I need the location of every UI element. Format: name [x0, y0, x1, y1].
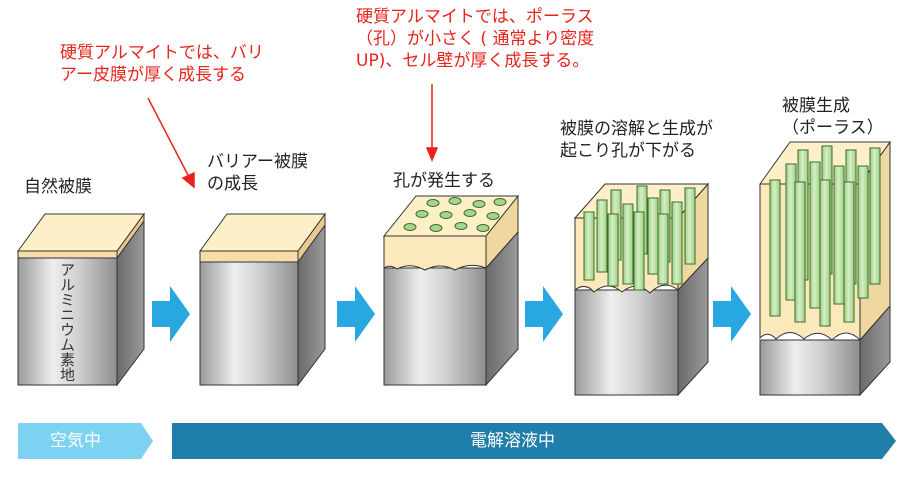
aluminum-front	[759, 339, 861, 396]
film-front	[17, 250, 118, 259]
stage-label-porous-film: 被膜生成 （ポーラス）	[782, 96, 884, 138]
film-front	[383, 235, 487, 271]
aluminum-substrate-label: アルミニウム素地	[58, 262, 76, 382]
process-arrows	[152, 286, 751, 342]
block-natural-film	[17, 212, 145, 387]
annotation-hard-anodize-barrier: 硬質アルマイトでは、バリ アー皮膜が厚く成長する	[60, 43, 264, 85]
process-arrow-3	[525, 286, 563, 342]
stage-label-pore-generation: 孔が発生する	[393, 171, 495, 191]
stage-label-barrier-growth: バリアー被膜 の成長	[207, 152, 308, 194]
phase-bar-air	[18, 423, 153, 459]
film-top	[17, 213, 145, 252]
pore-openings	[403, 197, 507, 232]
process-arrow-1	[152, 286, 190, 342]
process-arrow-2	[337, 286, 375, 342]
phase-label-air: 空気中	[50, 431, 101, 451]
pore-columns	[769, 145, 881, 327]
aluminum-front	[383, 267, 487, 386]
phase-bar-electrolyte	[172, 423, 896, 459]
phase-label-electrolyte: 電解溶液中	[470, 431, 555, 451]
process-arrow-4	[713, 286, 751, 342]
block-dissolution	[573, 182, 710, 397]
film-front	[199, 250, 299, 263]
block-barrier-growth	[199, 212, 326, 387]
pointer-porous-head	[425, 147, 439, 162]
pointer-barrier-head	[181, 171, 195, 189]
pore-columns	[583, 185, 696, 291]
aluminum-front	[199, 261, 299, 386]
aluminum-front	[574, 289, 679, 396]
pointer-barrier-line	[147, 97, 190, 178]
annotation-hard-anodize-porous: 硬質アルマイトでは、ポーラス （孔）が小さく ( 通常より密度 UP)、セル壁が…	[356, 7, 595, 71]
stage-label-natural-film: 自然被膜	[24, 177, 92, 197]
block-pores-generated	[382, 194, 520, 387]
block-porous	[759, 140, 891, 397]
annotation-pointers	[147, 84, 439, 189]
stage-label-dissolution: 被膜の溶解と生成が 起こり孔が下がる	[560, 119, 713, 161]
film-top	[199, 213, 326, 252]
